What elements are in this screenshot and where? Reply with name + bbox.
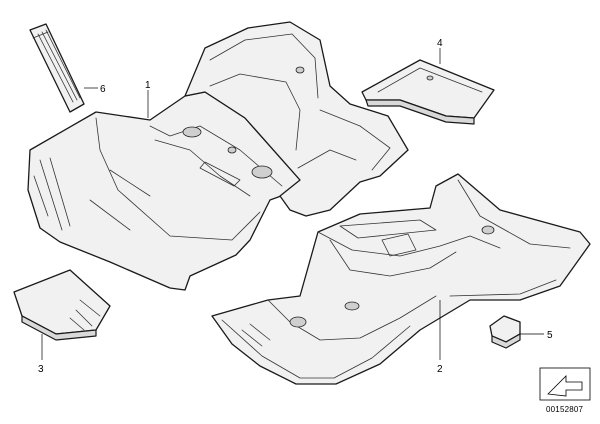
- part-4-mat: [361, 59, 495, 125]
- part-5-clip: [489, 315, 521, 349]
- part-1-rear-section: [184, 21, 409, 217]
- callout-4: 4: [437, 38, 443, 49]
- arrow-box-icon: [539, 367, 591, 401]
- part-1-front-carpet: [27, 91, 301, 291]
- part-6-strip: [29, 23, 85, 113]
- leader-lines: [41, 48, 544, 360]
- callout-6: 6: [100, 84, 106, 95]
- callout-2: 2: [437, 364, 443, 375]
- part-3-mat: [13, 269, 111, 341]
- callout-1: 1: [145, 80, 151, 91]
- part-2-floor-carpet: [211, 173, 591, 385]
- callout-5: 5: [547, 330, 553, 341]
- callout-3: 3: [38, 364, 44, 375]
- document-number: 00152807: [546, 405, 584, 414]
